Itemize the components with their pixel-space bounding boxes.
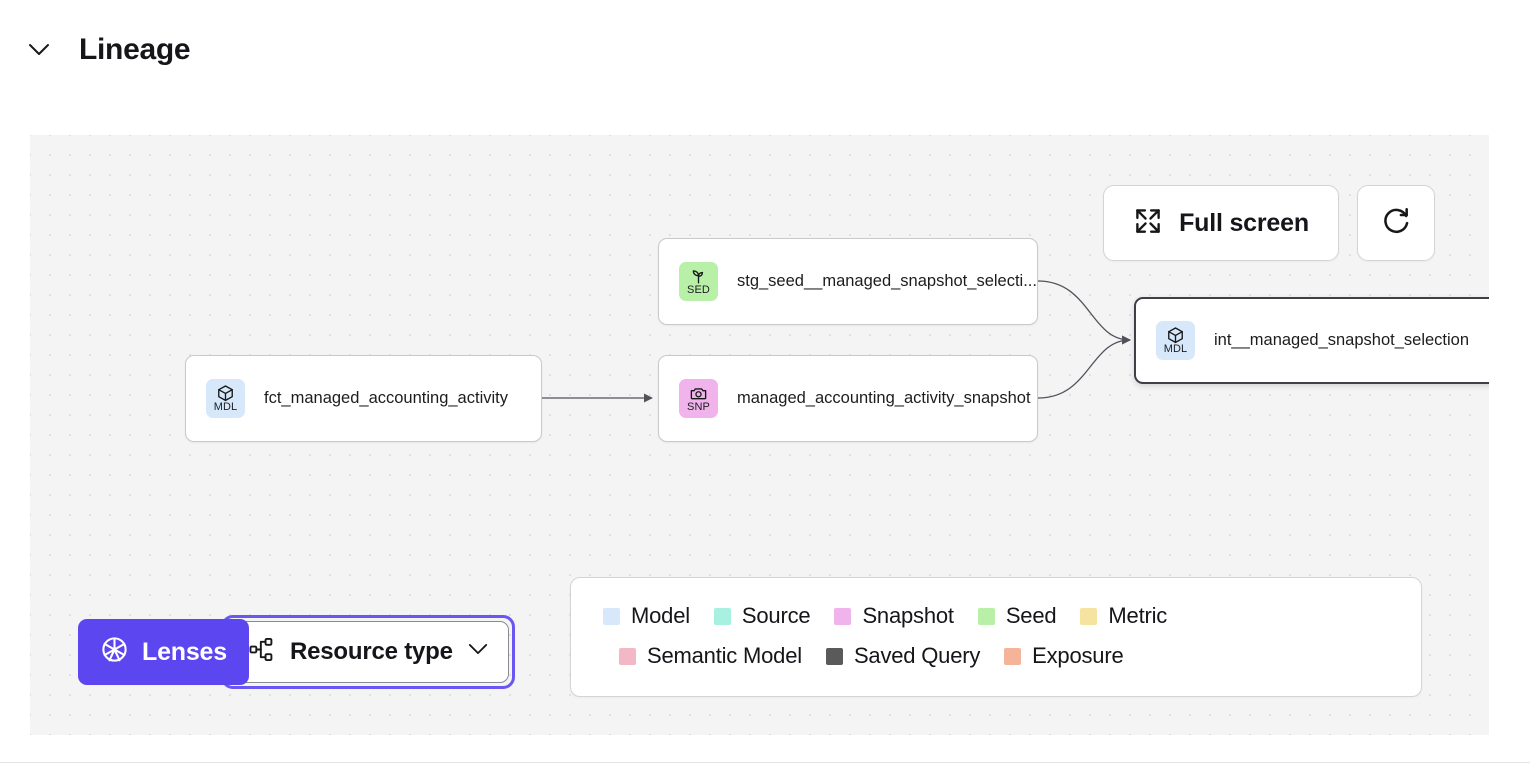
edge-seed-to-int-model xyxy=(1037,280,1131,345)
node-type-abbr: MDL xyxy=(1163,343,1188,355)
refresh-icon xyxy=(1380,205,1412,242)
legend-swatch-seed xyxy=(977,607,995,625)
legend-item-snapshot: Snapshot xyxy=(834,603,954,629)
node-type-abbr: SNP xyxy=(687,401,710,413)
legend-item-exposure: Exposure xyxy=(1004,643,1124,669)
legend-item-semantic-model: Semantic Model xyxy=(619,643,802,669)
lineage-node-managed-accounting-activity-snapshot[interactable]: SNP managed_accounting_activity_snapshot xyxy=(658,355,1038,442)
node-label: managed_accounting_activity_snapshot xyxy=(737,389,1031,407)
legend-item-source: Source xyxy=(713,603,811,629)
lineage-node-fct-managed-accounting-activity[interactable]: MDL fct_managed_accounting_activity xyxy=(185,355,542,442)
legend-swatch-source xyxy=(713,607,731,625)
edge-snapshot-to-int-model xyxy=(1037,335,1131,399)
canvas-controls: Full screen xyxy=(1103,185,1435,261)
camera-icon: SNP xyxy=(679,379,718,418)
legend-label-snapshot: Snapshot xyxy=(862,603,954,628)
node-label: int__managed_snapshot_selection xyxy=(1214,331,1470,349)
legend-item-saved-query: Saved Query xyxy=(825,643,981,669)
page-title: Lineage xyxy=(79,33,191,66)
lineage-node-int-managed-snapshot-selection[interactable]: MDL int__managed_snapshot_selection xyxy=(1134,297,1489,384)
aperture-icon xyxy=(100,635,129,669)
full-screen-label: Full screen xyxy=(1179,208,1309,237)
node-type-abbr: MDL xyxy=(213,401,238,413)
legend-label-metric: Metric xyxy=(1108,603,1168,628)
lineage-section-header: Lineage xyxy=(0,0,1530,100)
resource-type-focus-ring: Resource type xyxy=(220,615,515,689)
refresh-button[interactable] xyxy=(1357,185,1435,261)
legend-swatch-snapshot xyxy=(834,607,852,625)
lenses-button[interactable]: Lenses xyxy=(78,619,249,685)
chevron-down-icon xyxy=(468,643,488,661)
node-type-abbr: SED xyxy=(687,284,710,296)
legend-row-2: Semantic Model Saved Query Exposure xyxy=(603,636,1389,676)
chevron-down-icon[interactable] xyxy=(24,35,54,65)
legend-swatch-semantic-model xyxy=(619,647,636,665)
expand-arrows-icon xyxy=(1133,206,1163,241)
lineage-graph-canvas[interactable]: MDL fct_managed_accounting_activity SED … xyxy=(30,135,1489,735)
cube-icon: MDL xyxy=(206,379,245,418)
legend-swatch-metric xyxy=(1080,607,1098,625)
node-label: fct_managed_accounting_activity xyxy=(264,389,508,407)
legend-label-model: Model xyxy=(631,603,690,628)
legend-swatch-exposure xyxy=(1004,647,1022,665)
legend-item-seed: Seed xyxy=(977,603,1057,629)
legend-label-exposure: Exposure xyxy=(1032,643,1124,668)
legend-item-model: Model xyxy=(603,603,690,629)
hierarchy-icon xyxy=(248,636,275,668)
page-divider xyxy=(0,762,1530,763)
legend-swatch-model xyxy=(603,607,620,625)
legend-swatch-saved-query xyxy=(825,647,843,665)
legend-label-seed: Seed xyxy=(1005,603,1057,628)
legend-label-semantic-model: Semantic Model xyxy=(647,643,802,668)
lineage-legend: Model Source Snapshot Seed Metric S xyxy=(570,577,1422,697)
node-label: stg_seed__managed_snapshot_selecti... xyxy=(737,272,1037,290)
legend-label-source: Source xyxy=(741,603,811,628)
lineage-toolbar: Lenses Resource type xyxy=(78,615,515,689)
full-screen-button[interactable]: Full screen xyxy=(1103,185,1339,261)
lenses-label: Lenses xyxy=(142,637,227,666)
resource-type-label: Resource type xyxy=(289,638,453,665)
resource-type-dropdown[interactable]: Resource type xyxy=(226,621,509,683)
sprout-icon: SED xyxy=(679,262,718,301)
legend-label-saved-query: Saved Query xyxy=(853,643,981,668)
cube-icon: MDL xyxy=(1156,321,1195,360)
lineage-node-stg-seed-managed-snapshot-selection[interactable]: SED stg_seed__managed_snapshot_selecti..… xyxy=(658,238,1038,325)
legend-row-1: Model Source Snapshot Seed Metric xyxy=(603,596,1389,636)
legend-item-metric: Metric xyxy=(1080,603,1167,629)
